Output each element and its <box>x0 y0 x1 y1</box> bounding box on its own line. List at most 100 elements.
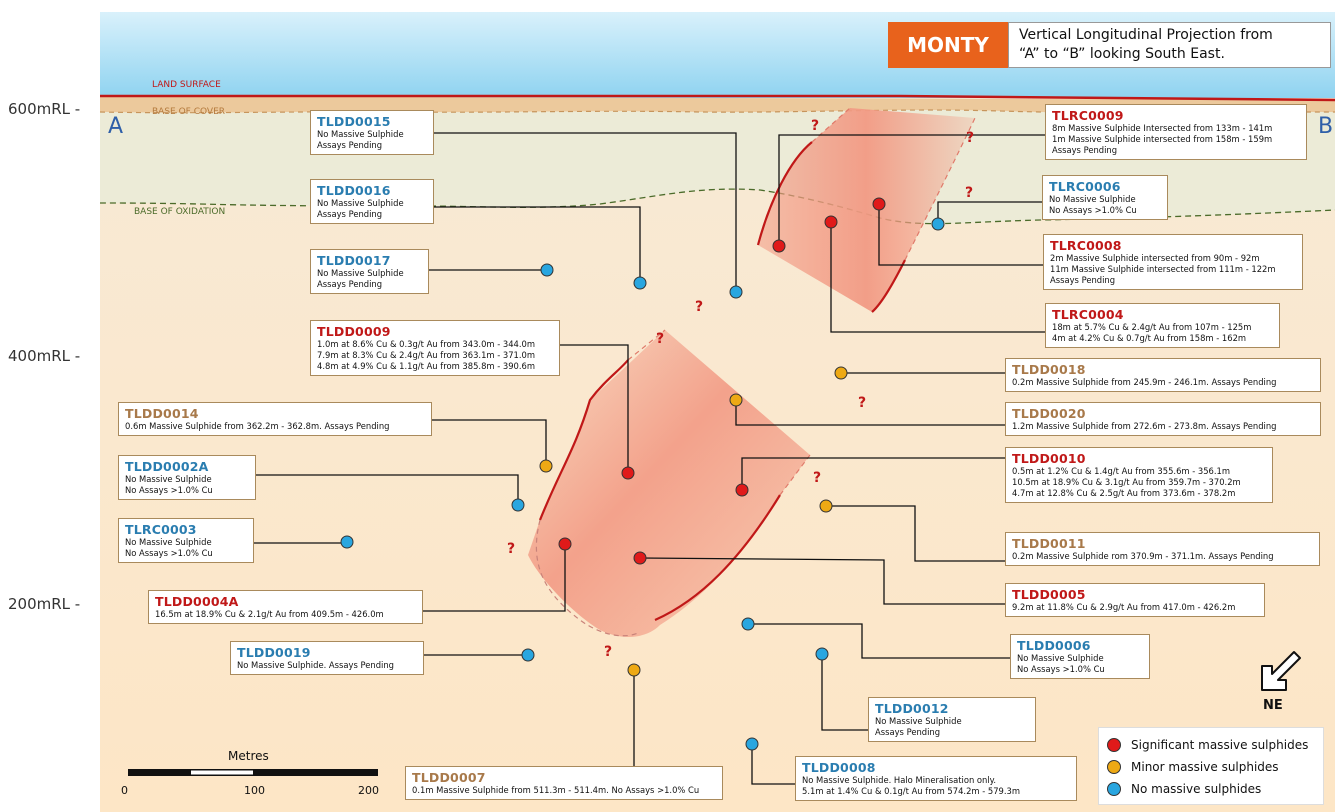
base-of-cover-label: BASE OF COVER <box>152 107 226 117</box>
hole-id: TLDD0016 <box>317 183 391 198</box>
hole-dot-tldd0017[interactable] <box>540 263 554 277</box>
leader-tldd0009 <box>560 344 629 473</box>
hole-label-tldd0004a[interactable]: TLDD0004A 16.5m at 18.9% Cu & 2.1g/t Au … <box>148 590 423 624</box>
scale-tick-100: 100 <box>244 784 265 797</box>
hole-dot-tldd0006[interactable] <box>741 617 755 631</box>
land-surface-label: LAND SURFACE <box>152 80 221 90</box>
hole-result-line: No Assays >1.0% Cu <box>1017 664 1105 674</box>
hole-result-line: Assays Pending <box>1052 145 1118 155</box>
hole-result-line: Assays Pending <box>317 140 383 150</box>
hole-dot-tldd0005[interactable] <box>633 551 647 565</box>
hole-dot-tldd0002a[interactable] <box>511 498 525 512</box>
hole-dot-tldd0015[interactable] <box>729 285 743 299</box>
legend: Significant massive sulphides Minor mass… <box>1098 727 1324 805</box>
hole-result-line: 0.2m Massive Sulphide rom 370.9m - 371.1… <box>1012 551 1274 561</box>
hole-dot-tldd0018[interactable] <box>834 366 848 380</box>
hole-dot-tlrc0004[interactable] <box>824 215 838 229</box>
hole-label-tldd0020[interactable]: TLDD0020 1.2m Massive Sulphide from 272.… <box>1005 402 1321 436</box>
hole-dot-tldd0012[interactable] <box>815 647 829 661</box>
hole-result-line: Assays Pending <box>317 209 383 219</box>
hole-id: TLDD0006 <box>1017 638 1091 653</box>
hole-dot-tldd0020[interactable] <box>729 393 743 407</box>
hole-result-line: 9.2m at 11.8% Cu & 2.9g/t Au from 417.0m… <box>1012 602 1236 612</box>
hole-label-tldd0019[interactable]: TLDD0019 No Massive Sulphide. Assays Pen… <box>230 641 424 675</box>
leader-tldd0002a <box>256 474 519 505</box>
hole-dot-tlrc0006[interactable] <box>931 217 945 231</box>
hole-id: TLDD0004A <box>155 594 239 609</box>
hole-dot-tlrc0009[interactable] <box>772 239 786 253</box>
hole-result-line: No Assays >1.0% Cu <box>125 548 213 558</box>
scale-tick-0: 0 <box>121 784 128 797</box>
hole-result-line: 2m Massive Sulphide intersected from 90m… <box>1050 253 1260 263</box>
hole-dot-tldd0011[interactable] <box>819 499 833 513</box>
hole-result-line: No Massive Sulphide <box>317 198 404 208</box>
hole-label-tlrc0008[interactable]: TLRC0008 2m Massive Sulphide intersected… <box>1043 234 1303 290</box>
hole-label-tlrc0006[interactable]: TLRC0006 No Massive Sulphide No Assays >… <box>1042 175 1168 220</box>
hole-label-tldd0011[interactable]: TLDD0011 0.2m Massive Sulphide rom 370.9… <box>1005 532 1320 566</box>
uncertain-marker: ? <box>604 644 613 660</box>
hole-dot-tlrc0008[interactable] <box>872 197 886 211</box>
hole-dot-tldd0016[interactable] <box>633 276 647 290</box>
hole-result-line: No Massive Sulphide <box>875 716 962 726</box>
hole-label-tlrc0003[interactable]: TLRC0003 No Massive Sulphide No Assays >… <box>118 518 254 563</box>
hole-label-tldd0007[interactable]: TLDD0007 0.1m Massive Sulphide from 511.… <box>405 766 723 800</box>
hole-id: TLDD0017 <box>317 253 391 268</box>
north-label: NE <box>1263 698 1283 713</box>
hole-result-line: No Massive Sulphide. Halo Mineralisation… <box>802 775 997 785</box>
hole-label-tldd0002a[interactable]: TLDD0002A No Massive Sulphide No Assays … <box>118 455 256 500</box>
hole-id: TLRC0004 <box>1052 307 1124 322</box>
hole-id: TLRC0009 <box>1052 108 1124 123</box>
section-start-label: A <box>108 114 124 139</box>
hole-result-line: 4.7m at 12.8% Cu & 2.5g/t Au from 373.6m… <box>1012 488 1236 498</box>
hole-id: TLDD0010 <box>1012 451 1086 466</box>
leader-tldd0011 <box>826 505 1005 562</box>
hole-label-tlrc0004[interactable]: TLRC0004 18m at 5.7% Cu & 2.4g/t Au from… <box>1045 303 1280 348</box>
legend-item-significant: Significant massive sulphides <box>1107 734 1315 756</box>
hole-label-tldd0012[interactable]: TLDD0012 No Massive Sulphide Assays Pend… <box>868 697 1036 742</box>
hole-result-line: Assays Pending <box>317 279 383 289</box>
rl-label-200: 200mRL - <box>8 595 81 613</box>
leader-tldd0020 <box>735 400 1005 426</box>
hole-dot-tldd0004a[interactable] <box>558 537 572 551</box>
hole-dot-tldd0009[interactable] <box>621 466 635 480</box>
leader-tldd0016 <box>434 206 641 283</box>
uncertain-marker: ? <box>811 118 820 134</box>
hole-dot-tldd0007[interactable] <box>627 663 641 677</box>
hole-dot-tlrc0003[interactable] <box>340 535 354 549</box>
hole-id: TLDD0020 <box>1012 406 1086 421</box>
leader-tldd0015 <box>434 132 737 292</box>
hole-label-tldd0010[interactable]: TLDD0010 0.5m at 1.2% Cu & 1.4g/t Au fro… <box>1005 447 1273 503</box>
hole-dot-tldd0008[interactable] <box>745 737 759 751</box>
hole-id: TLDD0007 <box>412 770 486 785</box>
hole-label-tldd0008[interactable]: TLDD0008 No Massive Sulphide. Halo Miner… <box>795 756 1077 801</box>
uncertain-marker: ? <box>966 130 975 146</box>
upper-ore-outline-east <box>871 259 906 313</box>
hole-label-tldd0018[interactable]: TLDD0018 0.2m Massive Sulphide from 245.… <box>1005 358 1321 392</box>
cover-layer <box>100 96 1335 113</box>
hole-label-tldd0009[interactable]: TLDD0009 1.0m at 8.6% Cu & 0.3g/t Au fro… <box>310 320 560 376</box>
legend-label: No massive sulphides <box>1131 782 1262 796</box>
hole-dot-tldd0019[interactable] <box>521 648 535 662</box>
minor-dot-icon <box>1107 760 1121 774</box>
hole-id: TLDD0011 <box>1012 536 1086 551</box>
hole-label-tldd0014[interactable]: TLDD0014 0.6m Massive Sulphide from 362.… <box>118 402 432 436</box>
hole-dot-tldd0014[interactable] <box>539 459 553 473</box>
hole-id: TLDD0008 <box>802 760 876 775</box>
hole-label-tldd0006[interactable]: TLDD0006 No Massive Sulphide No Assays >… <box>1010 634 1150 679</box>
hole-dot-tldd0010[interactable] <box>735 483 749 497</box>
lower-ore-outline-east <box>654 494 781 622</box>
hole-label-tldd0015[interactable]: TLDD0015 No Massive Sulphide Assays Pend… <box>310 110 434 155</box>
upper-ore-outline-west <box>756 141 813 246</box>
hole-label-tlrc0009[interactable]: TLRC0009 8m Massive Sulphide Intersected… <box>1045 104 1307 160</box>
hole-result-line: No Assays >1.0% Cu <box>125 485 213 495</box>
hole-result-line: 16.5m at 18.9% Cu & 2.1g/t Au from 409.5… <box>155 609 384 619</box>
uncertain-marker: ? <box>507 541 516 557</box>
hole-label-tldd0017[interactable]: TLDD0017 No Massive Sulphide Assays Pend… <box>310 249 429 294</box>
leader-lines <box>254 132 1045 785</box>
hole-result-line: 7.9m at 8.3% Cu & 2.4g/t Au from 363.1m … <box>317 350 536 360</box>
hole-label-tldd0005[interactable]: TLDD0005 9.2m at 11.8% Cu & 2.9g/t Au fr… <box>1005 583 1265 617</box>
hole-label-tldd0016[interactable]: TLDD0016 No Massive Sulphide Assays Pend… <box>310 179 434 224</box>
title-box: Vertical Longitudinal Projection from “A… <box>1008 22 1331 68</box>
none-dot-icon <box>1107 782 1121 796</box>
